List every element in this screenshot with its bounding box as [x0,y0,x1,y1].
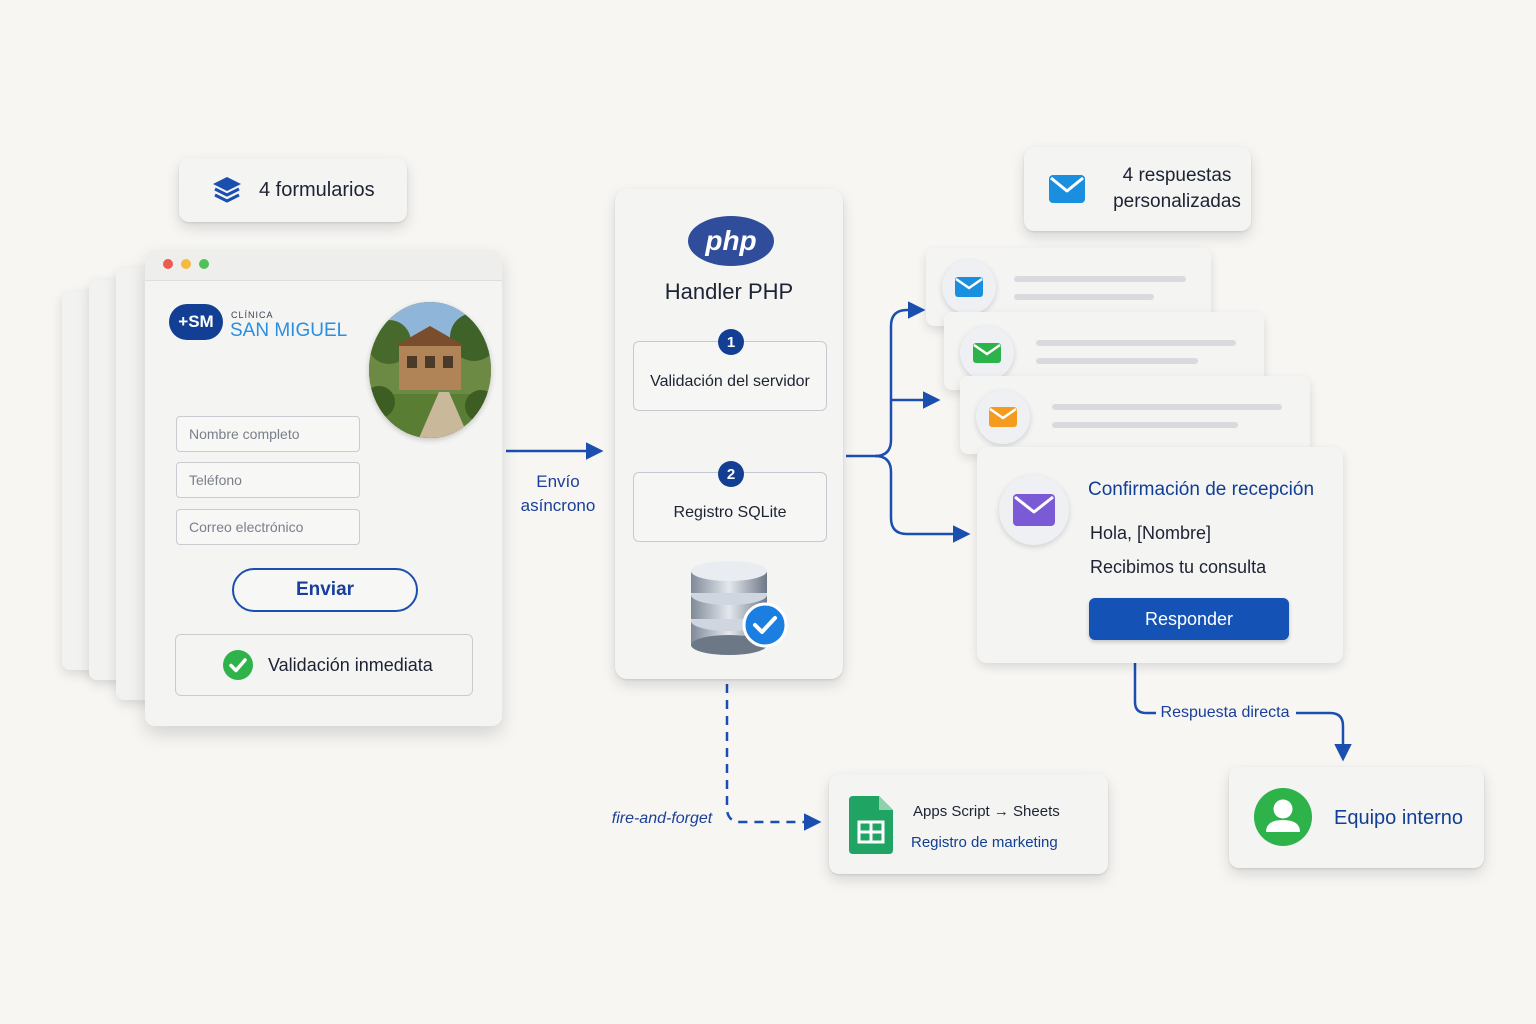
internal-team-card: Equipo interno [1229,767,1484,868]
email-placeholder: Correo electrónico [189,519,304,535]
greeting-text: Hola, [Nombre] [1090,523,1212,543]
check-circle-icon [222,649,254,681]
placeholder-line [1014,294,1154,300]
direct-reply-label: Respuesta directa [1160,704,1290,721]
php-handler-panel: php Handler PHP Validación del servidor … [615,189,843,679]
layers-icon [211,175,243,205]
reply-card-orange [960,376,1310,454]
close-dot[interactable] [163,259,173,269]
blue-envelope-icon [942,260,996,314]
maximize-dot[interactable] [199,259,209,269]
immediate-validation-box: Validación inmediata [175,634,473,696]
handler-title: Handler PHP [664,279,794,304]
step-2-badge: 2 [718,461,744,487]
internal-team-label: Equipo interno [1334,807,1463,829]
window-titlebar [145,250,502,281]
envelope-icon [1048,174,1086,204]
sheets-integration-card: Apps Script → Sheets Registro de marketi… [829,774,1108,874]
clinic-brand-name: SAN MIGUEL [230,320,348,341]
clinic-photo [369,302,491,438]
reply-button-label: Responder [1144,608,1234,629]
php-logo: php [688,216,774,266]
confirmation-title: Confirmación de recepción [1088,479,1315,500]
phone-placeholder: Teléfono [189,472,242,488]
submit-button[interactable]: Enviar [232,568,418,612]
reply-button[interactable]: Responder [1089,598,1289,640]
placeholder-line [1036,340,1236,346]
database-check-icon [687,559,791,664]
clinic-brand-small: CLÍNICA [231,310,274,320]
minimize-dot[interactable] [181,259,191,269]
async-send-label: Envío asíncrono [520,472,596,515]
server-validation-label: Validación del servidor [650,373,810,390]
replies-count-label: 4 respuestas personalizadas [1113,165,1241,212]
step-1-badge: 1 [718,329,744,355]
email-input[interactable]: Correo electrónico [176,509,360,545]
fire-and-forget-label: fire-and-forget [611,810,713,827]
immediate-validation-label: Validación inmediata [268,654,433,675]
placeholder-line [1052,404,1282,410]
purple-envelope-icon [999,475,1069,545]
contact-form-window: +SM CLÍNICA SAN MIGUEL Nombre completo T… [145,250,502,726]
clinic-logo: +SM [169,304,223,340]
orange-envelope-icon [976,390,1030,444]
placeholder-line [1052,422,1238,428]
placeholder-line [1014,276,1186,282]
fire-and-forget-arrow [725,684,822,831]
sheets-subtitle: Registro de marketing [911,834,1058,851]
replies-count-badge: 4 respuestas personalizadas [1024,147,1251,231]
phone-input[interactable]: Teléfono [176,462,360,498]
google-sheets-icon [849,796,893,859]
body-text: Recibimos tu consulta [1090,557,1267,577]
user-icon [1253,787,1313,852]
forms-count-label: 4 formularios [259,178,375,201]
sqlite-log-label: Registro SQLite [673,504,787,521]
forms-count-badge: 4 formularios [179,158,407,222]
full-name-input[interactable]: Nombre completo [176,416,360,452]
full-name-placeholder: Nombre completo [189,426,300,442]
clinic-logo-text: +SM [178,312,214,331]
placeholder-line [1036,358,1198,364]
php-logo-text: php [705,225,757,256]
confirmation-email-card: Confirmación de recepción Hola, [Nombre]… [977,447,1343,663]
sheets-title: Apps Script → Sheets [913,803,1060,820]
green-envelope-icon [960,326,1014,380]
